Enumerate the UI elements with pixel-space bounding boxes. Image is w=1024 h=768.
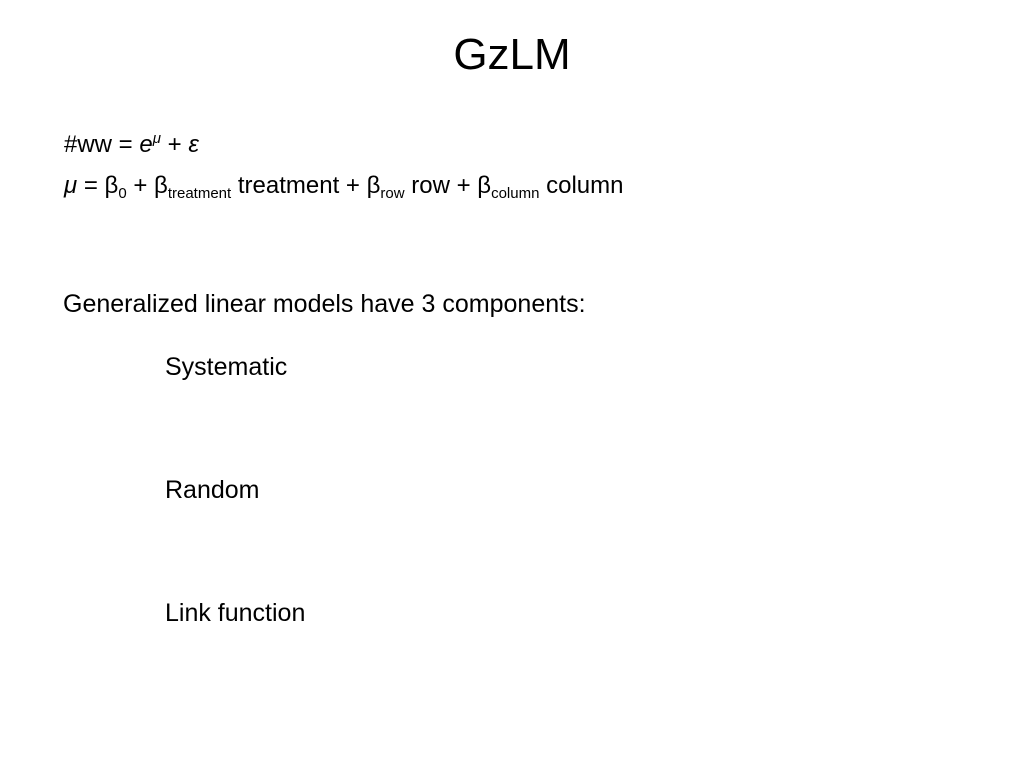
plus-beta: + β	[126, 172, 168, 199]
mu-symbol: μ	[64, 172, 78, 199]
term-column: column	[539, 172, 624, 199]
beta-sub-0: 0	[118, 185, 127, 202]
slide-title: GzLM	[453, 30, 571, 79]
response-lhs: #ww =	[64, 131, 140, 158]
beta-sub-row: row	[380, 185, 405, 202]
beta-sub-column: column	[491, 185, 540, 202]
exp-base: e	[139, 131, 153, 158]
plus-sign: +	[160, 131, 189, 158]
term-treatment: treatment + β	[231, 172, 381, 199]
component-systematic: Systematic	[165, 353, 288, 381]
error-term: ε	[188, 131, 199, 158]
term-row: row + β	[404, 172, 492, 199]
linear-predictor-equation: μ = β0 + βtreatment treatment + βrow row…	[64, 171, 623, 201]
component-link-function: Link function	[165, 599, 306, 627]
response-equation: #ww = eμ + ε	[64, 130, 199, 160]
beta-sub-treatment: treatment	[167, 185, 232, 202]
components-intro: Generalized linear models have 3 compone…	[63, 290, 586, 318]
component-random: Random	[165, 476, 260, 504]
exp-mu: μ	[152, 130, 161, 147]
eq-beta: = β	[77, 172, 119, 199]
